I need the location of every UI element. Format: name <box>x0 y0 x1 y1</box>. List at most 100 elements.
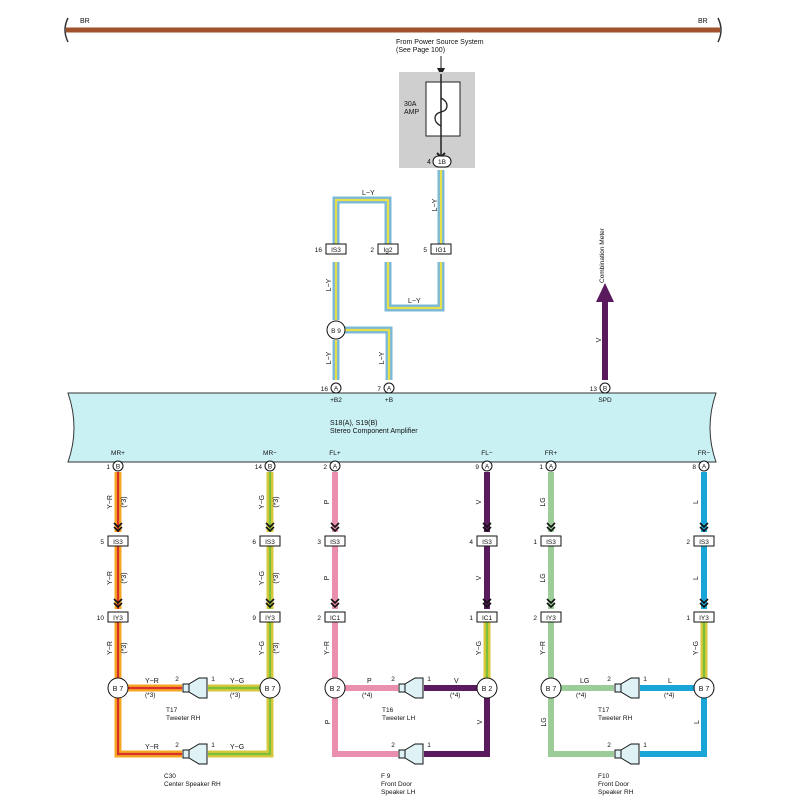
junction-4-circle <box>540 677 562 699</box>
label-ch1-note-top: (*3) <box>273 496 280 507</box>
ch0-conn-1-box <box>107 535 129 547</box>
label-ch1-note-mid: (*3) <box>273 572 280 583</box>
amp-top-pin-num-0: 16 <box>321 386 329 393</box>
label-note-tl-l: (*4) <box>362 692 372 699</box>
amp-bottom-pin-label-2: FL+ <box>329 450 341 457</box>
label-ly-is3: L−Y <box>326 278 333 291</box>
amp-bottom-pin-1-circle <box>264 460 276 472</box>
ch1-chevron-2 <box>265 598 275 609</box>
label-note-tw-r: (*3) <box>230 692 240 699</box>
label-ch1-low: Y−G <box>259 641 266 655</box>
combination-meter-arrow <box>596 283 614 302</box>
amp-bottom-pin-5-circle <box>698 460 710 472</box>
wire-ly-top-loop <box>332 196 392 249</box>
tweeter-rh2-code: T17 <box>598 707 610 714</box>
power-source-text: From Power Source System <box>396 39 484 46</box>
amp-bottom-pin-0-label: B <box>116 464 120 471</box>
ch2-conn-2-num: 2 <box>317 615 321 622</box>
amp-bottom-pin-num-2: 2 <box>323 464 327 471</box>
speaker-front-door-rh-icon-pin-1: 1 <box>643 742 647 749</box>
amp-top-pin-2-circle <box>599 382 611 394</box>
speaker-tweeter-lh-icon-pin-2: 2 <box>391 676 395 683</box>
ch3-conn-2-box <box>476 611 498 623</box>
label-ch0-top: Y−R <box>107 495 114 509</box>
amp-bottom-pin-2-label: A <box>333 464 338 471</box>
amp-bottom-pin-3-circle <box>481 460 493 472</box>
ch4-conn-2-num: 2 <box>533 615 537 622</box>
label-lg-door: LG <box>541 717 548 726</box>
wire-v-door-lh <box>424 698 490 757</box>
speaker-front-door-lh-icon-pin-2: 2 <box>391 742 395 749</box>
amp-bottom-pin-label-4: FR+ <box>545 450 558 457</box>
amp-top-pin-label-0: +B2 <box>330 397 342 404</box>
power-conn-ig1-box <box>430 243 452 255</box>
wire-p-door-lh <box>332 698 398 757</box>
wire-ly-b9-7-tracer <box>336 328 391 380</box>
speaker-tweeter-lh-icon <box>398 677 424 699</box>
wire-l-door-rh <box>640 698 707 757</box>
label-ch1-top: Y−G <box>259 495 266 509</box>
ch3-conn-1-num: 4 <box>469 539 473 546</box>
amp-bottom-pin-4-circle <box>545 460 557 472</box>
label-yr-tw: Y−R <box>145 678 159 685</box>
ch1-conn-1-num: 6 <box>252 539 256 546</box>
label-note-tw-l: (*3) <box>145 692 155 699</box>
fuse-conn-1b-box <box>432 155 452 168</box>
ch1-conn-2-num: 9 <box>252 615 256 622</box>
amp-top-pin-1-label: A <box>387 386 392 393</box>
ch3-conn-2-code: IC1 <box>482 615 493 622</box>
label-l-door: L <box>694 720 701 724</box>
amp-top-pin-num-1: 7 <box>377 386 381 393</box>
label-lg-tw: LG <box>580 678 589 685</box>
amp-top-pin-0-label: A <box>334 386 339 393</box>
ch2-conn-2-box <box>324 611 346 623</box>
label-ch4-top: LG <box>540 497 547 506</box>
label-ch5-low: Y−G <box>693 641 700 655</box>
wire-ly-ig-loop-tracer <box>386 262 443 310</box>
speaker-front-door-lh-icon <box>398 743 424 765</box>
amp-bottom-pin-5-label: A <box>702 464 707 471</box>
wire-lg-door-rh <box>548 698 614 757</box>
label-ly-b9: L−Y <box>326 351 333 364</box>
label-ch3-low: Y−G <box>476 641 483 655</box>
label-ch0-mid: Y−R <box>107 571 114 585</box>
label-ch5-top: L <box>693 500 700 504</box>
amp-bottom-pin-3-label: A <box>485 464 490 471</box>
junction-4-label: B 7 <box>546 686 557 693</box>
ch5-conn-2-num: 1 <box>686 615 690 622</box>
ch0-chevron-2 <box>113 598 123 609</box>
ch5-conn-1-code: IS3 <box>699 539 709 546</box>
power-conn-is3-num: 16 <box>315 247 323 254</box>
label-yg-center: Y−G <box>230 744 244 751</box>
power-conn-is3-box <box>325 243 347 255</box>
speaker-tweeter-rh2-icon <box>614 677 640 699</box>
label-p-tw: P <box>367 678 372 685</box>
speaker-center-rh-icon-pin-1: 1 <box>211 742 215 749</box>
label-ch2-mid: P <box>324 575 331 580</box>
speaker-tweeter-rh2-icon-pin-2: 2 <box>607 676 611 683</box>
speaker-center-rh-icon <box>182 743 208 765</box>
junction-0-label: B 7 <box>113 686 124 693</box>
speaker-tweeter-lh-icon-pin-1: 1 <box>427 676 431 683</box>
front-door-rh-name1: Front Door <box>598 781 630 788</box>
amp-bottom-pin-4-label: A <box>549 464 554 471</box>
amp-top-pin-1-circle <box>383 382 395 394</box>
ch2-chevron-2 <box>330 598 340 609</box>
speaker-front-door-lh-icon-pin-1: 1 <box>427 742 431 749</box>
ch0-conn-2-num: 10 <box>97 615 105 622</box>
fuse-unit: AMP <box>404 109 420 116</box>
ch0-chevron-1 <box>113 522 123 533</box>
amplifier-name: Stereo Component Amplifier <box>330 428 418 435</box>
ch3-conn-1-code: IS3 <box>482 539 492 546</box>
br-bus: BR BR <box>64 17 722 43</box>
ch5-conn-1-box <box>693 535 715 547</box>
ch5-conn-2-box <box>693 611 715 623</box>
fuse-rating: 30A <box>404 101 417 108</box>
bus-label-left: BR <box>80 18 90 25</box>
ch4-chevron-1 <box>546 522 556 533</box>
label-ly-top: L−Y <box>362 190 375 197</box>
ch4-chevron-2 <box>546 598 556 609</box>
wire-yg-center-tracer <box>208 698 272 756</box>
label-note-fr-l: (*4) <box>576 692 586 699</box>
